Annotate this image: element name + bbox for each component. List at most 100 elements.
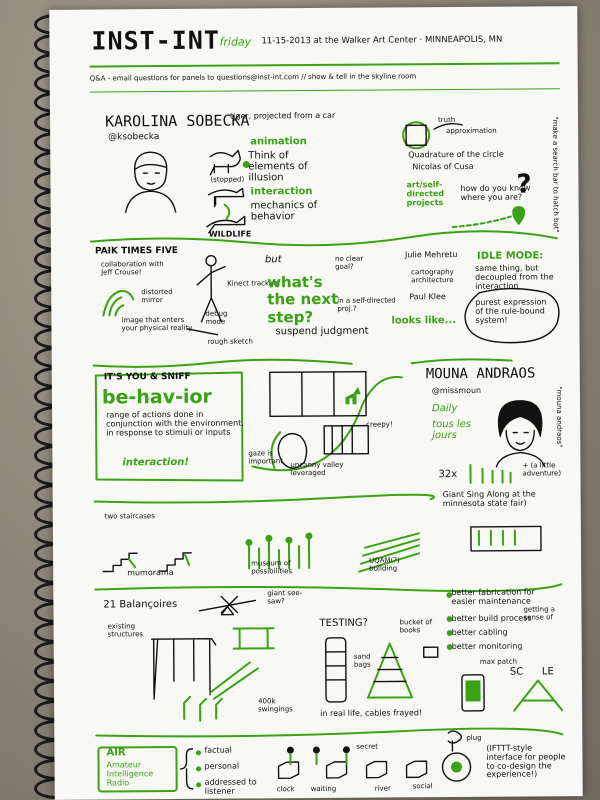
- stopped-label: (stopped): [210, 175, 245, 184]
- better-bullets: [446, 592, 453, 650]
- tous-les-jours: tous les jours: [432, 418, 472, 442]
- air-factual: factual: [204, 745, 232, 755]
- sand-bags: sand bags: [353, 652, 371, 669]
- speaker-name-mouna: MOUNA ANDRAOS: [425, 365, 536, 383]
- air-river: river: [374, 784, 391, 793]
- air-subtitle: Amateur Intelligence Radio: [106, 760, 154, 788]
- but-label: but: [264, 254, 282, 266]
- whats-next-step: what's the next step?: [267, 272, 339, 326]
- max-patch: max patch: [479, 657, 518, 666]
- looks-like: looks like...: [391, 315, 457, 327]
- two-staircases: two staircases: [104, 512, 155, 521]
- ifttt-interface: (IFTTT-style interface for people to co-…: [486, 743, 566, 780]
- testing-label: TESTING?: [319, 617, 368, 629]
- air-addressed: addressed to listener: [204, 777, 257, 796]
- distorted-mirror-sketch: [102, 290, 135, 317]
- creepy-label: creepy!: [366, 420, 393, 429]
- scale-le: LE: [541, 666, 554, 678]
- speech-bubble: [464, 287, 560, 344]
- balancoires-title: 21 Balançoires: [103, 598, 178, 611]
- idle-mode-title: IDLE MODE:: [476, 250, 544, 262]
- strip-divider: [94, 583, 563, 593]
- uqam-building: UQAM(?) building: [369, 556, 400, 573]
- suspend-judgment: suspend judgment: [275, 325, 369, 338]
- interaction-label: interaction: [250, 186, 313, 198]
- air-clock: clock: [276, 785, 295, 794]
- question-mark-icon: ?: [516, 169, 532, 200]
- little-adventure: + (a little adventure): [522, 461, 562, 478]
- mouna-portrait-sketch: [495, 400, 546, 468]
- elements-of-illusion: Think of elements of illusion: [248, 150, 308, 184]
- behavior-word: be-hav-ior: [101, 385, 212, 409]
- karolina-portrait-sketch: [124, 151, 177, 214]
- sniff-frame: [94, 371, 403, 482]
- sniff-window-sketch: [269, 370, 370, 470]
- paik-collab: collaboration with Jeff Crouse!: [100, 260, 164, 277]
- daily-label: Daily: [432, 403, 458, 415]
- better-cabling: better cabling: [451, 627, 508, 638]
- kinect-skeleton-sketch: [186, 255, 226, 336]
- qa-note: Q&A - email questions for panels to ques…: [89, 72, 417, 83]
- air-cubes-sketch: [277, 746, 428, 779]
- paul-klee: Paul Klee: [409, 292, 446, 302]
- behavior-definition: range of actions done in conjunction wit…: [106, 409, 244, 438]
- swingings-400k: 400k swingings: [258, 697, 293, 714]
- tiger-note: tiger, projected from a car: [229, 110, 336, 121]
- speaker-handle-mouna: @missmoun: [431, 385, 482, 396]
- animation-label: animation: [250, 136, 307, 148]
- seesaw-crossed-sketch: [198, 595, 257, 616]
- nicolas-label: Nicolas of Cusa: [412, 161, 474, 172]
- sniff-title: IT'S YOU & SNIFF: [103, 371, 191, 383]
- better-monitoring: better monitoring: [451, 641, 523, 652]
- cartography-label: cartography architecture: [411, 268, 454, 285]
- qa-divider: [89, 88, 560, 93]
- quadrature-label: Quadrature of the circle: [408, 149, 504, 160]
- count-32x: 32x: [438, 469, 458, 481]
- air-social: social: [412, 782, 433, 791]
- paik-title: PAIK TIMES FIVE: [94, 245, 178, 257]
- projects-strip-sketch: [102, 525, 542, 573]
- header-divider: [89, 62, 560, 68]
- mouna-side-note: "mouna andraos": [554, 386, 564, 448]
- gaze-important: gaze is important: [248, 449, 284, 466]
- header-day: friday: [219, 35, 252, 49]
- page-title: INST-INT: [91, 25, 220, 56]
- sniff-divider: [93, 493, 436, 504]
- balancoires-divider: [95, 727, 564, 738]
- testing-sketch: [324, 637, 439, 703]
- no-clear-goal: no clear goal?: [334, 254, 364, 271]
- sketchnote-page: INST-INT friday 11-15-2013 at the Walker…: [49, 6, 583, 800]
- paik-divider: [92, 358, 513, 368]
- air-waiting: waiting: [310, 784, 337, 794]
- header-details: 11-15-2013 at the Walker Art Center · MI…: [261, 34, 503, 47]
- tiger-sketches: [206, 149, 250, 234]
- air-box: [97, 746, 178, 793]
- karolina-divider: [89, 230, 558, 247]
- real-life-cables: in real life, cables frayed!: [320, 708, 423, 718]
- swings-sketch: [150, 627, 275, 722]
- phone-and-scale-sketch: [461, 674, 564, 712]
- museum-of-possibilities: museum of possibilities: [251, 559, 293, 576]
- mechanics-of-behavior: mechanics of behavior: [250, 199, 318, 223]
- getting-sense-of: getting a sense of: [523, 605, 556, 622]
- radio-plug-sketch: [441, 730, 472, 782]
- air-brace: [179, 748, 202, 790]
- rough-sketch-label: rough sketch: [207, 337, 253, 346]
- circle-square-icon: [402, 121, 463, 150]
- location-pin-icon: [451, 206, 526, 229]
- uncanny-valley: uncanny valley leveraged: [290, 460, 344, 477]
- self-directed-proj: in a self-directed proj.?: [337, 296, 396, 313]
- bucket-of-books: bucket of books: [399, 618, 433, 635]
- air-personal: personal: [204, 761, 240, 771]
- mumorama: mumorama: [127, 567, 174, 578]
- julie-mehretu: Julie Mehretu: [404, 250, 458, 260]
- sing-along-figures: [469, 463, 512, 484]
- giant-see-saw: giant see-saw?: [267, 589, 303, 606]
- scale-sc: SC: [509, 666, 524, 678]
- purest-expression: purest expression of the rule-bound syst…: [475, 297, 547, 325]
- sniff-interaction: interaction!: [122, 456, 189, 469]
- debug-mode-label: debug mode: [205, 309, 228, 326]
- speaker-name-karolina: KAROLINA SOBECKA: [104, 111, 250, 131]
- karolina-side-note: "make a search bar to hatch bot": [551, 116, 560, 233]
- speaker-handle-karolina: @ksobecka: [108, 132, 160, 143]
